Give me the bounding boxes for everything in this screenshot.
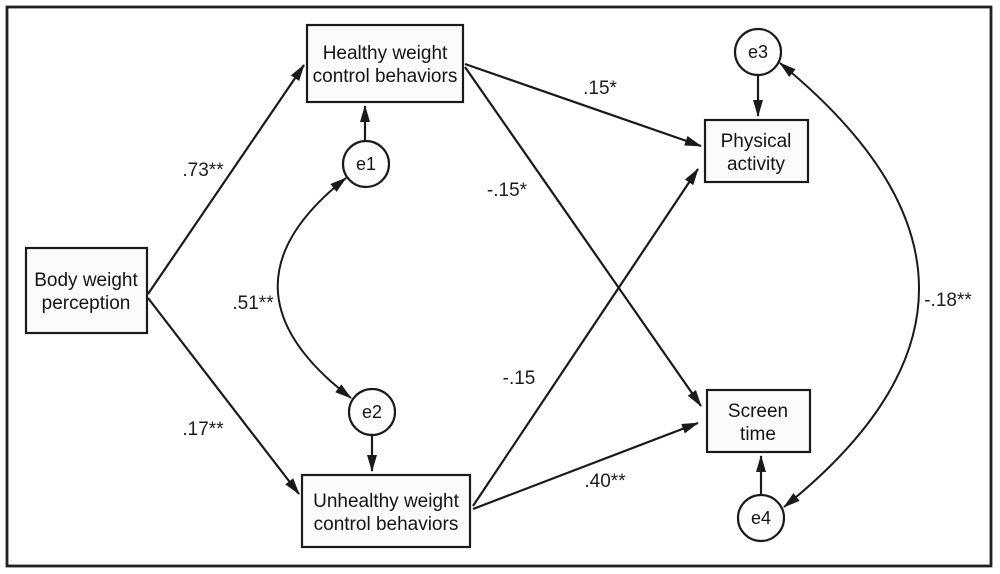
path-arrow-bwp-to-unhealthy	[147, 297, 300, 495]
coefficient-bwp-to-unhealthy: .17**	[182, 419, 224, 440]
e3-label: e3	[748, 42, 768, 62]
coefficient-bwp-to-healthy: .73**	[182, 160, 224, 181]
error-term-e2: e2	[347, 387, 397, 437]
path-arrow-unhealthy-to-screen-time	[472, 421, 699, 511]
e1-label: e1	[356, 154, 376, 174]
node-physical-activity: Physical activity	[703, 118, 810, 184]
coefficient-healthy-to-pa: .15*	[583, 78, 617, 99]
unhealthy-wcb-box	[300, 473, 472, 549]
coefficient-unhealthy-to-st: .40**	[584, 471, 626, 492]
e1-circle	[341, 139, 391, 189]
e4-circle	[736, 493, 786, 543]
node-screen-time: Screen time	[705, 388, 812, 454]
body-weight-perception-box	[24, 246, 149, 335]
path-arrow-healthy-to-screen-time	[464, 66, 702, 407]
screen-time-label-line2: time	[740, 424, 776, 445]
path-arrow-bwp-to-healthy	[147, 64, 305, 295]
error-term-e3: e3	[733, 27, 783, 77]
body-weight-perception-label-line2: perception	[42, 293, 131, 314]
physical-activity-label-line2: activity	[727, 154, 786, 175]
e3-circle	[733, 27, 783, 77]
healthy-wcb-label-line2: control behaviors	[313, 66, 458, 87]
healthy-wcb-box	[305, 23, 465, 104]
physical-activity-box	[703, 118, 810, 184]
error-term-e1: e1	[341, 139, 391, 189]
screen-time-box	[705, 388, 812, 454]
e2-circle	[347, 387, 397, 437]
body-weight-perception-label-line1: Body weight	[34, 270, 138, 291]
coefficient-e3-e4-covariance: -.18**	[924, 290, 972, 311]
coefficient-healthy-to-st: -.15*	[487, 180, 528, 201]
path-arrow-unhealthy-to-physical-activity	[472, 168, 699, 507]
node-healthy-weight-control-behaviors: Healthy weight control behaviors	[305, 23, 465, 104]
figure-border	[5, 5, 993, 568]
e4-label: e4	[751, 508, 771, 528]
healthy-wcb-label-line1: Healthy weight	[323, 43, 448, 64]
coefficient-e1-e2-covariance: .51**	[232, 293, 274, 314]
unhealthy-wcb-label-line1: Unhealthy weight	[313, 491, 459, 512]
screen-time-label-line1: Screen	[728, 401, 788, 422]
unhealthy-wcb-label-line2: control behaviors	[314, 514, 459, 535]
physical-activity-label-line1: Physical	[721, 131, 792, 152]
covariance-curve-e3-e4	[779, 62, 920, 508]
coefficient-unhealthy-to-pa: -.15	[503, 368, 536, 389]
path-arrow-healthy-to-physical-activity	[464, 62, 702, 148]
node-unhealthy-weight-control-behaviors: Unhealthy weight control behaviors	[300, 473, 472, 549]
covariance-curve-e1-e2	[276, 177, 352, 399]
node-body-weight-perception: Body weight perception	[24, 246, 149, 335]
e2-label: e2	[362, 402, 382, 422]
error-term-e4: e4	[736, 493, 786, 543]
